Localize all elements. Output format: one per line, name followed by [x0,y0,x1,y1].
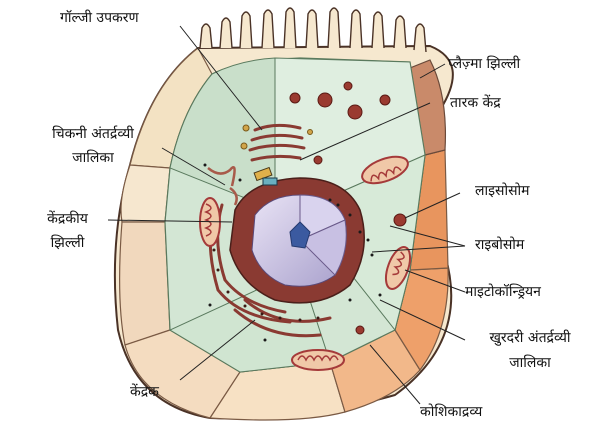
wall-panel [120,222,170,345]
label-smooth-er-line2: जालिका [28,149,158,167]
label-plasma-membrane: प्लैज़्मा झिल्ली [448,55,520,73]
label-ribosome: राइबोसोम [475,236,524,254]
label-golgi-apparatus: गॉल्जी उपकरण [60,9,139,27]
label-rough-er-line2: जालिका [460,354,600,372]
label-smooth-er-line1: चिकनी अंतर्द्रव्यी [28,125,158,143]
label-lysosome: लाइसोसोम [475,182,530,200]
wall-panel [121,165,170,222]
label-rough-er-line1: खुरदरी अंतर्द्रव्यी [460,329,600,347]
label-nuclear-membrane-line2: झिल्ली [30,234,105,252]
label-centrosome: तारक केंद्र [450,94,501,112]
label-nuclear-membrane-line1: केंद्रकीय [30,210,105,228]
label-nucleus: केंद्रक [130,383,159,401]
label-cytoplasm: कोशिकाद्रव्य [420,403,482,421]
label-mitochondrion: माइटोकॉन्ड्रियन [465,283,541,301]
